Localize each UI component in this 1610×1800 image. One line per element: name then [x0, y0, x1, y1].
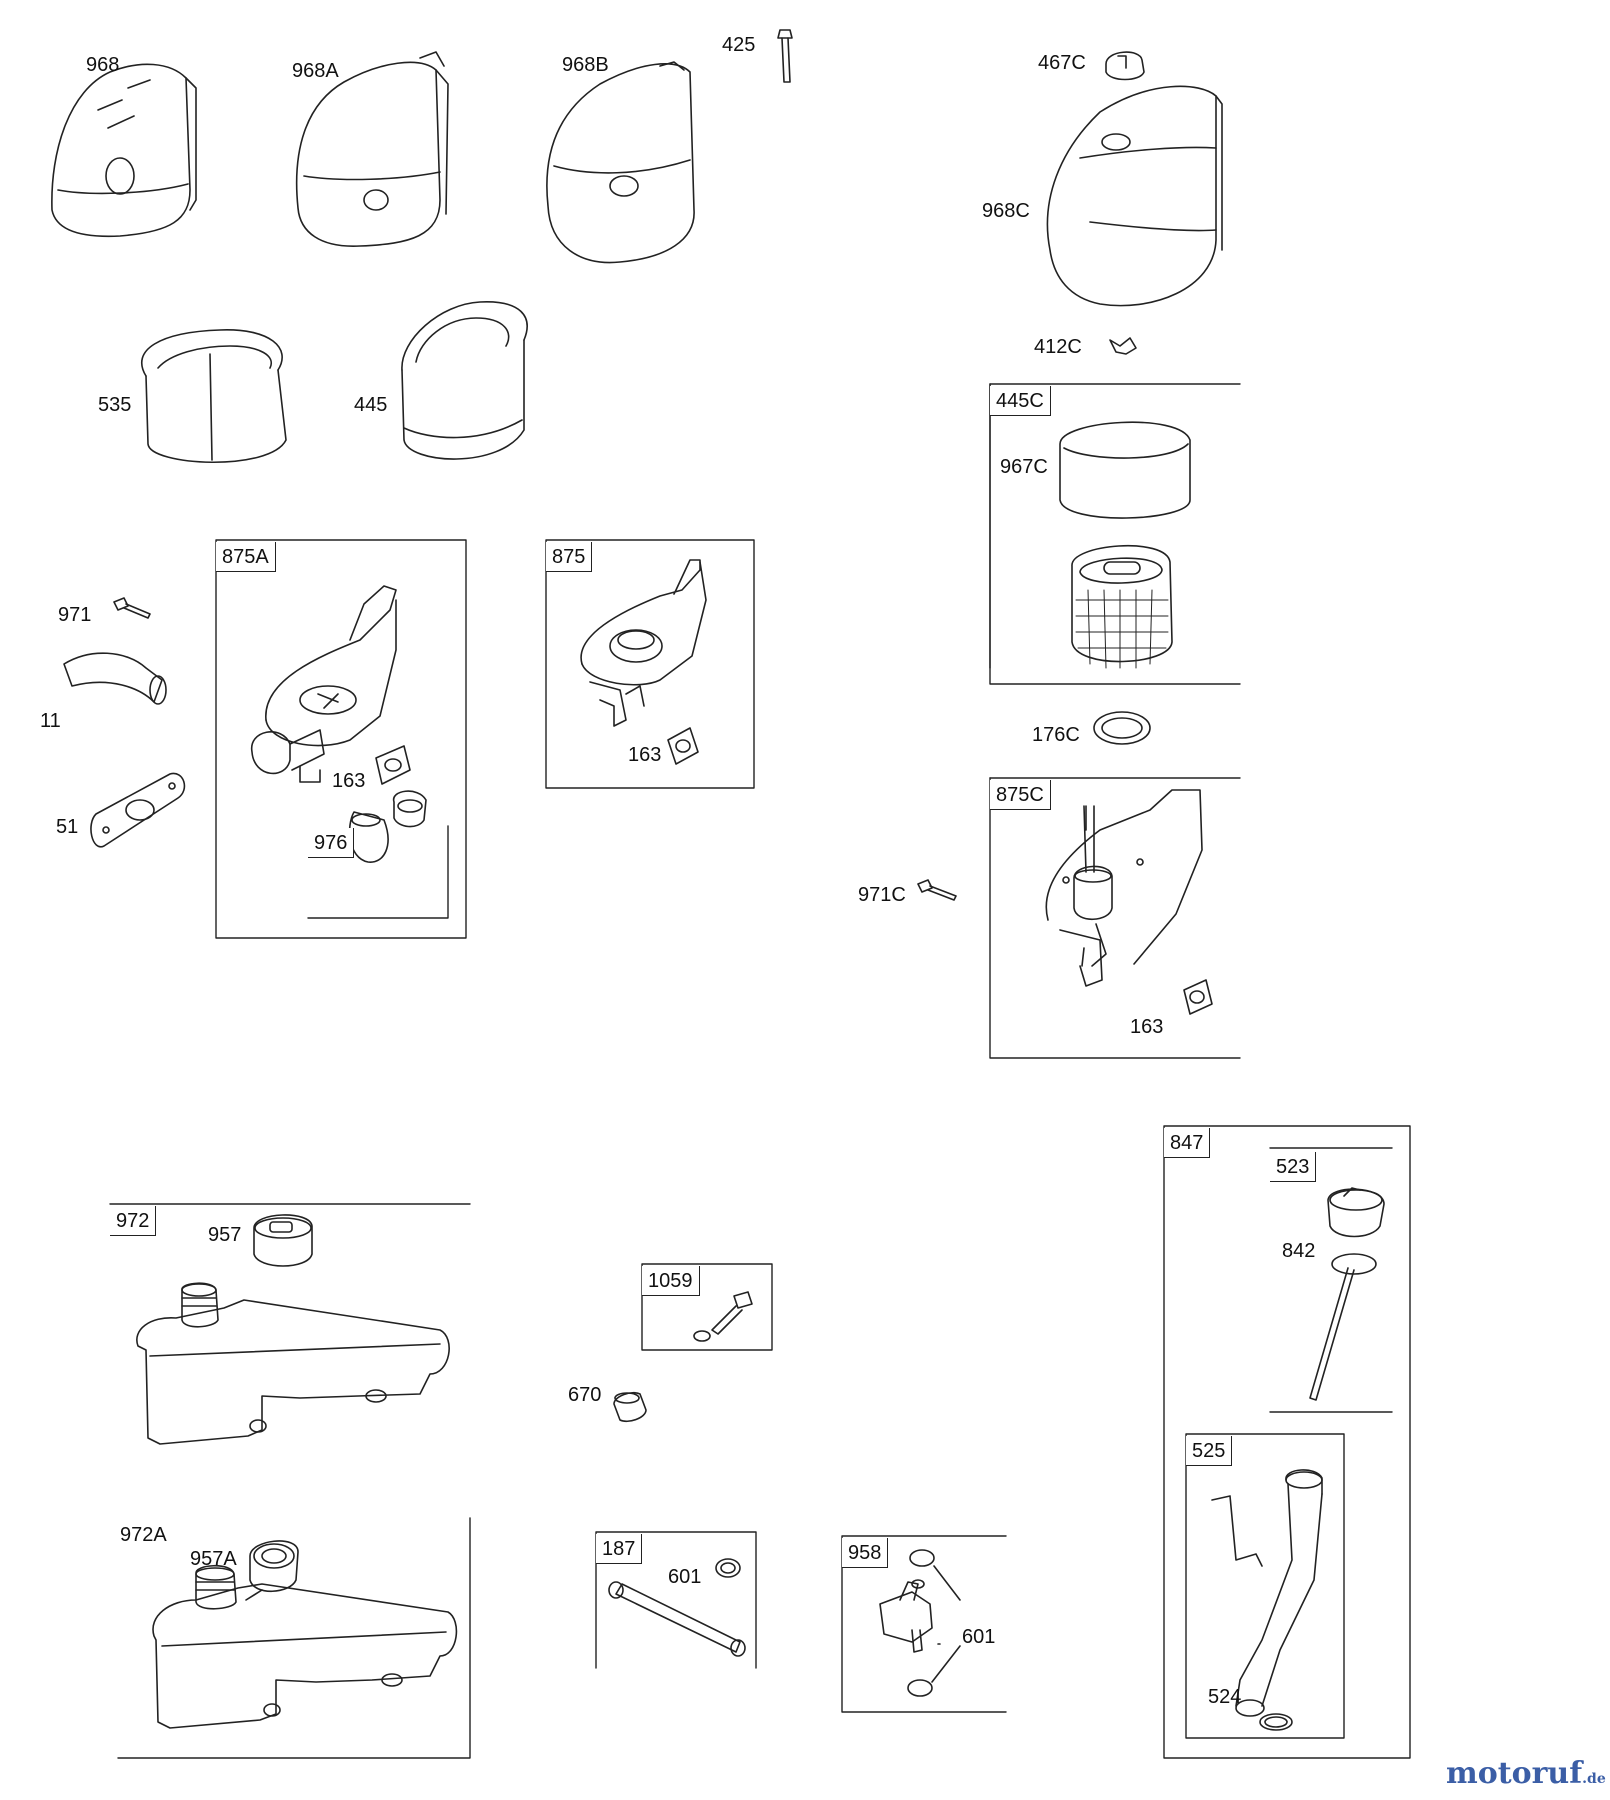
tank-972A: [152, 1564, 458, 1729]
label-842: 842: [1282, 1240, 1316, 1262]
label-847: 847: [1164, 1128, 1211, 1158]
label-525: 525: [1186, 1436, 1233, 1466]
valve-958: [879, 1549, 961, 1697]
filter-535: [140, 329, 287, 464]
inlet-976: [348, 790, 427, 863]
label-670: 670: [568, 1384, 602, 1406]
label-875C: 875C: [990, 780, 1051, 810]
cap-957: [253, 1214, 313, 1267]
gasket-163-875A: [375, 745, 411, 785]
housing-968A: [295, 51, 449, 247]
gasket-163-875: [667, 727, 699, 765]
frame-976: [307, 825, 449, 919]
label-601-958: 601: [962, 1626, 996, 1648]
label-11: 11: [40, 710, 61, 732]
label-968C: 968C: [982, 200, 1030, 222]
prefilter-967C: [1059, 421, 1191, 519]
label-957A: 957A: [190, 1548, 237, 1570]
label-163-875C: 163: [1130, 1016, 1164, 1038]
fuelline-187: [608, 1581, 746, 1657]
airbase-875: [580, 559, 707, 727]
filter-mesh: [1075, 589, 1169, 669]
frame-875A: [215, 539, 467, 939]
label-51: 51: [56, 816, 79, 838]
label-875A: 875A: [216, 542, 276, 572]
airbase-875C: [1045, 789, 1203, 987]
clamp-601: [715, 1558, 741, 1578]
cover-968C: [1046, 85, 1223, 307]
label-957: 957: [208, 1224, 242, 1246]
frame-187: [595, 1531, 757, 1669]
filter-445: [401, 301, 528, 460]
label-163-875A: 163: [332, 770, 366, 792]
callout-frames: [109, 383, 1411, 1759]
label-163-875: 163: [628, 744, 662, 766]
label-425: 425: [722, 34, 756, 56]
frame-525: [1185, 1433, 1345, 1739]
bolt-425: [777, 29, 793, 83]
brand-tld: .de: [1582, 1771, 1606, 1787]
label-601-187: 601: [668, 1566, 702, 1588]
label-467C: 467C: [1038, 52, 1086, 74]
elbow-11: [63, 652, 167, 705]
dipstick-cap-523: [1327, 1187, 1385, 1238]
brand-logo: motoruf.de: [1446, 1756, 1606, 1791]
label-176C: 176C: [1032, 724, 1080, 746]
spacer-670: [613, 1391, 647, 1423]
tank-972: [136, 1282, 450, 1445]
label-875: 875: [546, 542, 593, 572]
label-968: 968: [86, 54, 120, 76]
label-958: 958: [842, 1538, 889, 1568]
label-972: 972: [110, 1206, 157, 1236]
label-971C: 971C: [858, 884, 906, 906]
label-971: 971: [58, 604, 92, 626]
frame-445C-top: [989, 383, 1241, 669]
frame-958: [841, 1535, 1007, 1713]
label-445: 445: [354, 394, 388, 416]
label-524: 524: [1208, 1686, 1242, 1708]
gasket-51: [90, 772, 186, 848]
bolt-971: [113, 597, 151, 619]
filltube-525: [1211, 1469, 1323, 1717]
label-976: 976: [308, 828, 355, 858]
frame-847: [1163, 1125, 1411, 1759]
knob-467C: [1105, 51, 1145, 81]
seal-524: [1259, 1713, 1293, 1731]
label-968A: 968A: [292, 60, 339, 82]
label-967C: 967C: [1000, 456, 1048, 478]
frame-875: [545, 539, 755, 789]
label-968B: 968B: [562, 54, 609, 76]
airbase-875A: [251, 585, 397, 783]
bolt-971C: [917, 879, 957, 901]
brand-name: motoruf: [1446, 1756, 1583, 1791]
frame-445C: [989, 383, 1241, 685]
bolt-1059: [693, 1291, 753, 1342]
filter-element: [1071, 544, 1173, 669]
frame-972A: [117, 1517, 471, 1759]
label-1059: 1059: [642, 1266, 700, 1296]
wingnut-412C: [1109, 337, 1137, 355]
label-523: 523: [1270, 1152, 1317, 1182]
seal-176C: [1093, 711, 1151, 745]
label-535: 535: [98, 394, 132, 416]
cap-957A: [245, 1540, 299, 1601]
label-412C: 412C: [1034, 336, 1082, 358]
label-445C: 445C: [990, 386, 1051, 416]
housing-968B: [546, 61, 695, 264]
oring-842: [1331, 1253, 1377, 1275]
label-972A: 972A: [120, 1524, 167, 1546]
dipstick: [1309, 1267, 1355, 1401]
housing-968: [51, 63, 197, 238]
frame-875C: [989, 777, 1241, 1059]
gasket-163-875C: [1183, 979, 1213, 1015]
label-187: 187: [596, 1534, 643, 1564]
frame-1059: [641, 1263, 773, 1351]
